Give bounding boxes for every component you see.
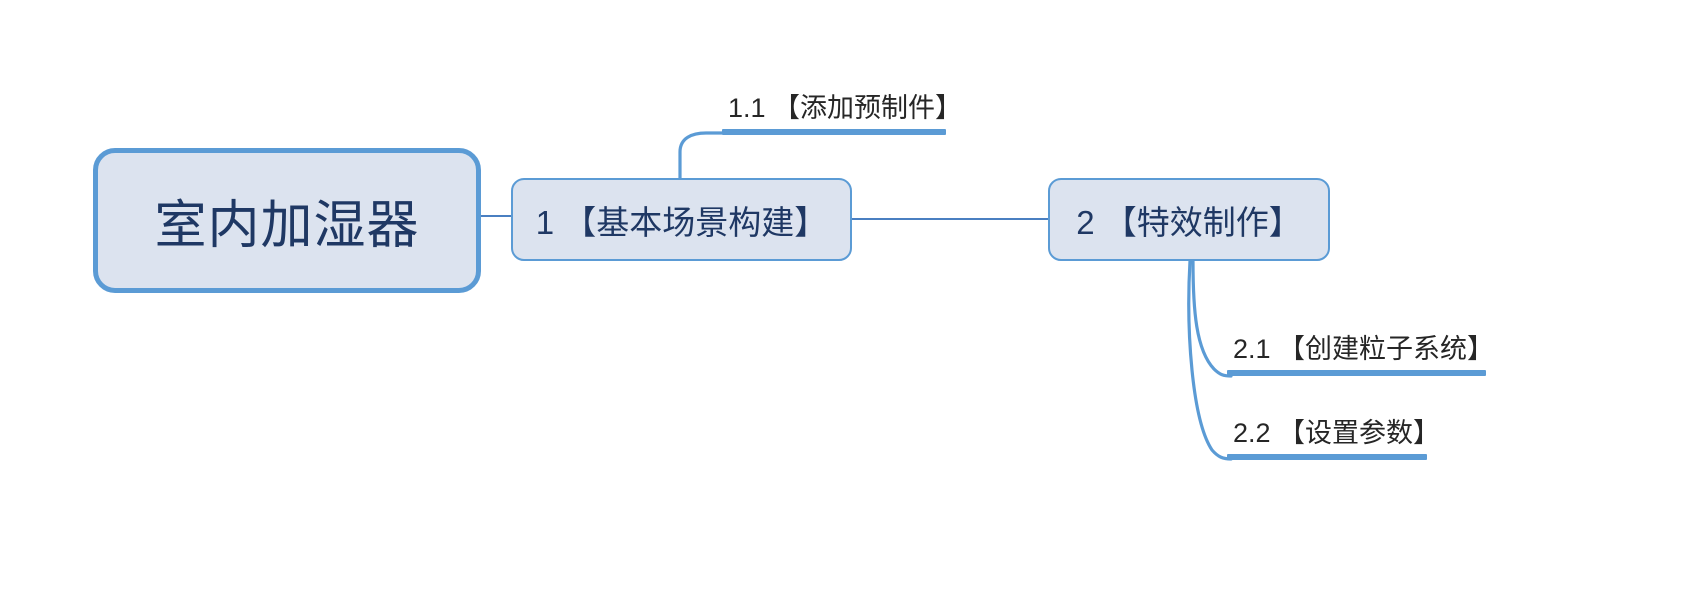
node-effects[interactable]: 2 【特效制作】 — [1048, 178, 1330, 261]
node-effects-label: 2 【特效制作】 — [1076, 203, 1302, 241]
leaf-set-parameters-label: 2.2 【设置参数】 — [1233, 418, 1441, 448]
edge-node2-to-leaf-2-2 — [1187, 259, 1233, 461]
node-root-label: 室内加湿器 — [154, 197, 420, 255]
leaf-set-parameters-underline — [1227, 453, 1427, 460]
leaf-set-parameters[interactable]: 2.2 【设置参数】 — [1227, 417, 1444, 460]
leaf-add-prefab[interactable]: 1.1 【添加预制件】 — [722, 92, 966, 135]
node-basic-scene[interactable]: 1 【基本场景构建】 — [511, 178, 852, 261]
leaf-create-particle-system[interactable]: 2.1 【创建粒子系统】 — [1227, 333, 1498, 376]
edge-node1-to-leaf-1-1 — [678, 131, 726, 180]
edge-node2-to-leaf-2-1 — [1191, 259, 1233, 378]
leaf-create-particle-system-label: 2.1 【创建粒子系统】 — [1233, 334, 1495, 364]
leaf-add-prefab-label: 1.1 【添加预制件】 — [728, 93, 963, 123]
node-basic-scene-label: 1 【基本场景构建】 — [535, 203, 828, 241]
node-root[interactable]: 室内加湿器 — [93, 148, 481, 293]
leaf-create-particle-system-underline — [1227, 369, 1486, 376]
leaf-add-prefab-underline — [722, 128, 946, 135]
